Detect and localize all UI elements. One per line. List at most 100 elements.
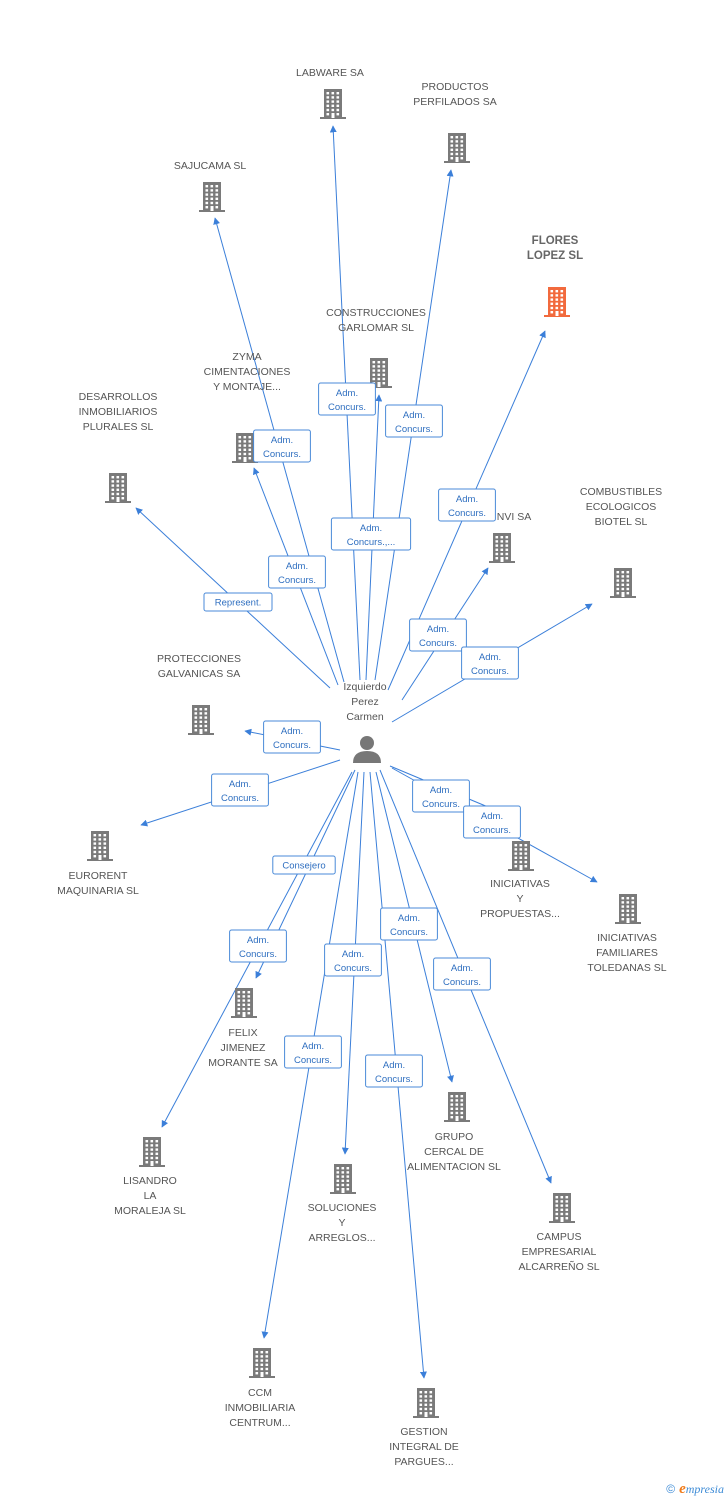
badge-nvisa[interactable]: Adm.Concurs.	[409, 618, 467, 652]
building-icon	[413, 1388, 439, 1418]
building-icon	[320, 89, 346, 119]
badge-label: Adm.Concurs.	[263, 435, 301, 460]
badge-label: Adm.Concurs.	[294, 1041, 332, 1066]
badge-label: Adm.Concurs.	[419, 624, 457, 649]
badge-label: Represent.	[215, 598, 261, 609]
building-icon	[615, 894, 641, 924]
building-icon	[105, 473, 131, 503]
badge-ccm[interactable]: Adm.Concurs.	[284, 1035, 342, 1069]
badge-label: Adm.Concurs.	[422, 785, 460, 810]
badge-grupo[interactable]: Adm.Concurs.	[380, 907, 438, 941]
badge-label: Adm.Concurs.,...	[347, 523, 396, 548]
badge-felix[interactable]: Consejero	[272, 855, 336, 875]
badge-label: Adm.Concurs.	[395, 410, 433, 435]
badge-flores[interactable]: Adm.Concurs.	[438, 488, 496, 522]
badge-iniciativas_p[interactable]: Adm.Concurs.	[412, 779, 470, 813]
badge-iniciativas_f[interactable]: Adm.Concurs.	[463, 805, 521, 839]
building-icon	[508, 841, 534, 871]
badge-protecciones[interactable]: Adm.Concurs.	[263, 720, 321, 754]
badge-label: Adm.Concurs.	[239, 935, 277, 960]
copyright-icon: ©	[666, 1482, 676, 1496]
badge-zyma[interactable]: Adm.Concurs.	[253, 429, 311, 463]
building-icon	[444, 1092, 470, 1122]
badge-productos[interactable]: Adm.Concurs.	[385, 404, 443, 438]
node-sajucama[interactable]: SAJUCAMA SL	[174, 160, 247, 212]
badge-soluciones[interactable]: Adm.Concurs.	[324, 943, 382, 977]
building-icon	[610, 568, 636, 598]
badge-gestion[interactable]: Adm.Concurs.	[365, 1054, 423, 1088]
badge-label: Consejero	[282, 861, 325, 872]
node-label-labware: LABWARE SA	[296, 67, 364, 79]
building-icon	[489, 533, 515, 563]
building-icon	[199, 182, 225, 212]
footer-brand[interactable]: ©empresia	[666, 1481, 724, 1498]
badge-combustibles[interactable]: Adm.Concurs.	[461, 646, 519, 680]
building-icon	[139, 1137, 165, 1167]
badge-construcciones[interactable]: Adm.Concurs.,...	[330, 517, 412, 551]
badge-label: Adm.Concurs.	[278, 561, 316, 586]
node-label-sajucama: SAJUCAMA SL	[174, 160, 247, 172]
brand-name: mpresia	[685, 1482, 724, 1496]
node-label-nvisa: NVI SA	[497, 511, 531, 523]
badge-campus[interactable]: Adm.Concurs.	[433, 957, 491, 991]
badge-label: Adm.Concurs.	[375, 1060, 413, 1085]
badge-label: Adm.Concurs.	[221, 779, 259, 804]
badge-labware[interactable]: Adm.Concurs.	[318, 382, 376, 416]
badge-label: Adm.Concurs.	[443, 963, 481, 988]
building-icon	[231, 988, 257, 1018]
badge-lisandro[interactable]: Adm.Concurs.	[229, 929, 287, 963]
building-icon	[188, 705, 214, 735]
building-icon	[87, 831, 113, 861]
node-nvisa[interactable]: NVI SA	[489, 511, 531, 563]
badge-label: Adm.Concurs.	[390, 913, 428, 938]
building-icon	[330, 1164, 356, 1194]
badge-eurorent[interactable]: Adm.Concurs.	[211, 773, 269, 807]
badge-label: Adm.Concurs.	[448, 494, 486, 519]
building-icon	[549, 1193, 575, 1223]
badge-sajucama[interactable]: Adm.Concurs.	[268, 555, 326, 589]
node-labware[interactable]: LABWARE SA	[296, 67, 364, 119]
brand-initial: e	[679, 1481, 686, 1497]
building-icon	[544, 287, 570, 317]
badge-label: Adm.Concurs.	[473, 811, 511, 836]
badge-desarrollos[interactable]: Represent.	[203, 592, 273, 612]
person-icon	[353, 736, 381, 763]
